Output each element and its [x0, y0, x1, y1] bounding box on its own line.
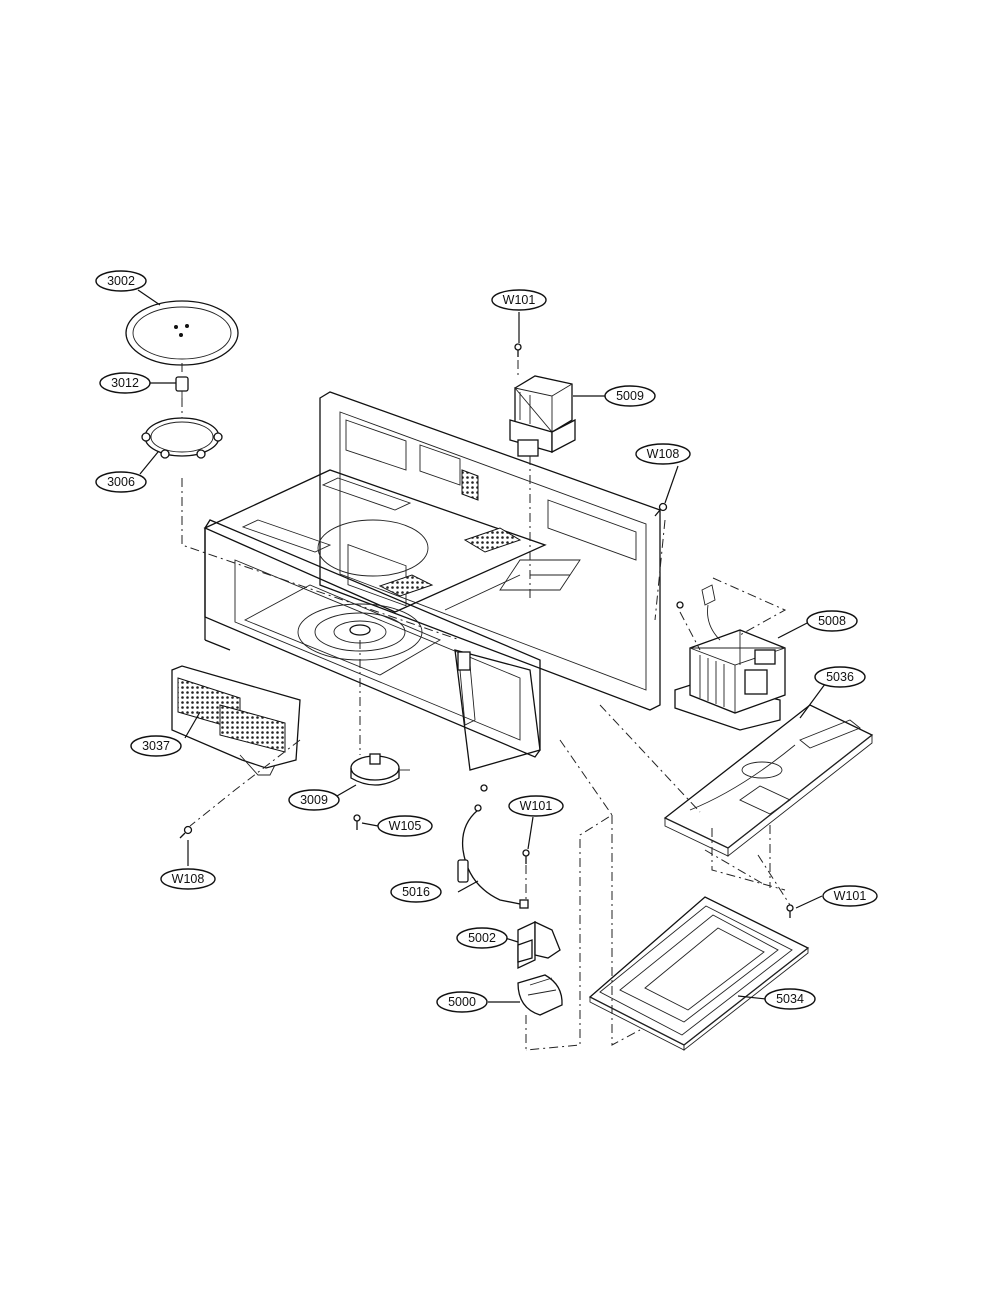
svg-text:5016: 5016	[402, 885, 430, 899]
door-latch	[517, 974, 563, 1016]
base-plate	[663, 704, 874, 857]
svg-text:3009: 3009	[300, 793, 328, 807]
screw-w108-right	[654, 502, 668, 517]
svg-text:W105: W105	[389, 819, 422, 833]
part-label-w101-mid: W101	[508, 795, 564, 817]
screw-w101-bottom	[786, 904, 794, 918]
part-label-3009: 3009	[288, 789, 340, 811]
part-label-5002: 5002	[456, 927, 508, 949]
assembly-lines	[181, 360, 791, 1051]
high-voltage-transformer	[674, 584, 786, 731]
turntable-coupler	[175, 376, 189, 398]
cavity-base-assembly	[203, 391, 661, 771]
magnetron	[509, 375, 576, 457]
stirrer-cover	[171, 665, 301, 776]
wire-harness	[457, 804, 529, 909]
svg-text:3006: 3006	[107, 475, 135, 489]
part-label-5036: 5036	[814, 666, 866, 688]
part-label-w101-bottom: W101	[822, 885, 878, 907]
screw-w105	[353, 814, 361, 830]
svg-text:W101: W101	[834, 889, 867, 903]
svg-text:W108: W108	[647, 447, 680, 461]
bottom-cover	[588, 896, 810, 1051]
screw-w101-mid	[522, 849, 530, 864]
part-label-w108-right: W108	[635, 443, 691, 465]
part-label-3006: 3006	[95, 471, 147, 493]
svg-text:5036: 5036	[826, 670, 854, 684]
screw-w108-left	[179, 825, 193, 839]
part-label-5016: 5016	[390, 881, 442, 903]
svg-text:3037: 3037	[142, 739, 170, 753]
part-label-5009: 5009	[604, 385, 656, 407]
svg-text:5034: 5034	[776, 992, 804, 1006]
svg-text:3002: 3002	[107, 274, 135, 288]
part-label-3012: 3012	[99, 372, 151, 394]
svg-text:5008: 5008	[818, 614, 846, 628]
part-label-3002: 3002	[95, 270, 147, 292]
svg-text:W108: W108	[172, 872, 205, 886]
svg-text:5009: 5009	[616, 389, 644, 403]
roller-ring	[141, 417, 223, 459]
svg-text:W101: W101	[503, 293, 536, 307]
svg-text:5000: 5000	[448, 995, 476, 1009]
svg-text:5002: 5002	[468, 931, 496, 945]
svg-text:W101: W101	[520, 799, 553, 813]
part-label-w101-top: W101	[491, 289, 547, 311]
turntable-motor	[350, 753, 410, 786]
interlock-switch	[517, 920, 561, 970]
screw-w101-top	[514, 343, 522, 357]
leader-lines	[137, 289, 829, 1003]
part-label-5000: 5000	[436, 991, 488, 1013]
part-label-w105: W105	[377, 815, 433, 837]
part-label-3037: 3037	[130, 735, 182, 757]
svg-text:3012: 3012	[111, 376, 139, 390]
part-label-w108-left: W108	[160, 868, 216, 890]
screw-chassis	[480, 601, 684, 792]
turntable-glass-tray	[125, 300, 239, 366]
part-label-5034: 5034	[764, 988, 816, 1010]
part-label-5008: 5008	[806, 610, 858, 632]
